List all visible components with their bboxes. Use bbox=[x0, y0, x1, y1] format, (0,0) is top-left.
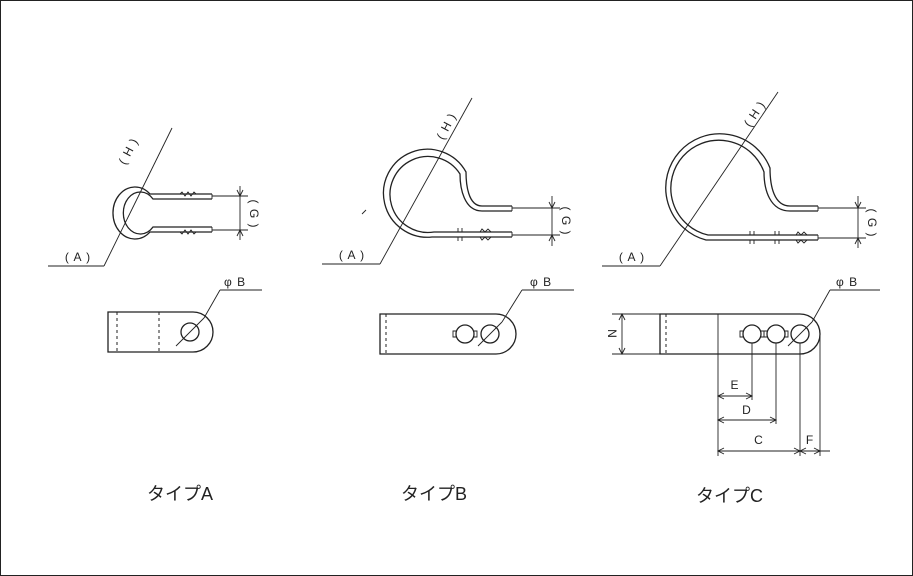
type-b-b-label: φ B bbox=[530, 275, 552, 289]
type-c-a-label: ( A ) bbox=[619, 250, 645, 264]
caption-type-a: タイプA bbox=[147, 484, 213, 504]
type-a-top-view: φ B bbox=[107, 275, 262, 353]
type-c-g-label: ( G ) bbox=[865, 209, 879, 238]
type-c-f-label: F bbox=[806, 433, 814, 447]
type-c-d-label: D bbox=[742, 403, 752, 417]
type-b-top-view: φ B bbox=[379, 275, 574, 355]
type-b-h-label: ( H ) bbox=[434, 110, 460, 142]
type-c-h-label: ( H ) bbox=[741, 98, 768, 129]
type-c-side-view: ( G ) ( H ) ( A ) bbox=[602, 91, 879, 267]
type-c-top-view: φ B N E D bbox=[605, 275, 880, 456]
caption-type-c: タイプC bbox=[696, 486, 763, 506]
type-c-n-label: N bbox=[605, 329, 619, 339]
type-b-g-label: ( G ) bbox=[559, 207, 573, 236]
caption-type-b: タイプB bbox=[401, 484, 467, 504]
type-a-g-label: ( G ) bbox=[247, 200, 261, 229]
type-a-side-view: ( G ) ( H ) ( A ) bbox=[48, 127, 261, 267]
type-c-e-label: E bbox=[730, 378, 739, 392]
type-a-h-label: ( H ) bbox=[116, 135, 142, 167]
type-c-b-label: φ B bbox=[836, 275, 858, 289]
type-b-a-label: ( A ) bbox=[339, 248, 365, 262]
type-a-a-label: ( A ) bbox=[65, 250, 91, 264]
type-c-c-label: C bbox=[754, 433, 764, 447]
type-a-b-label: φ B bbox=[224, 275, 246, 289]
type-b-side-view: ( G ) ( H ) ( A ) bbox=[322, 97, 573, 265]
